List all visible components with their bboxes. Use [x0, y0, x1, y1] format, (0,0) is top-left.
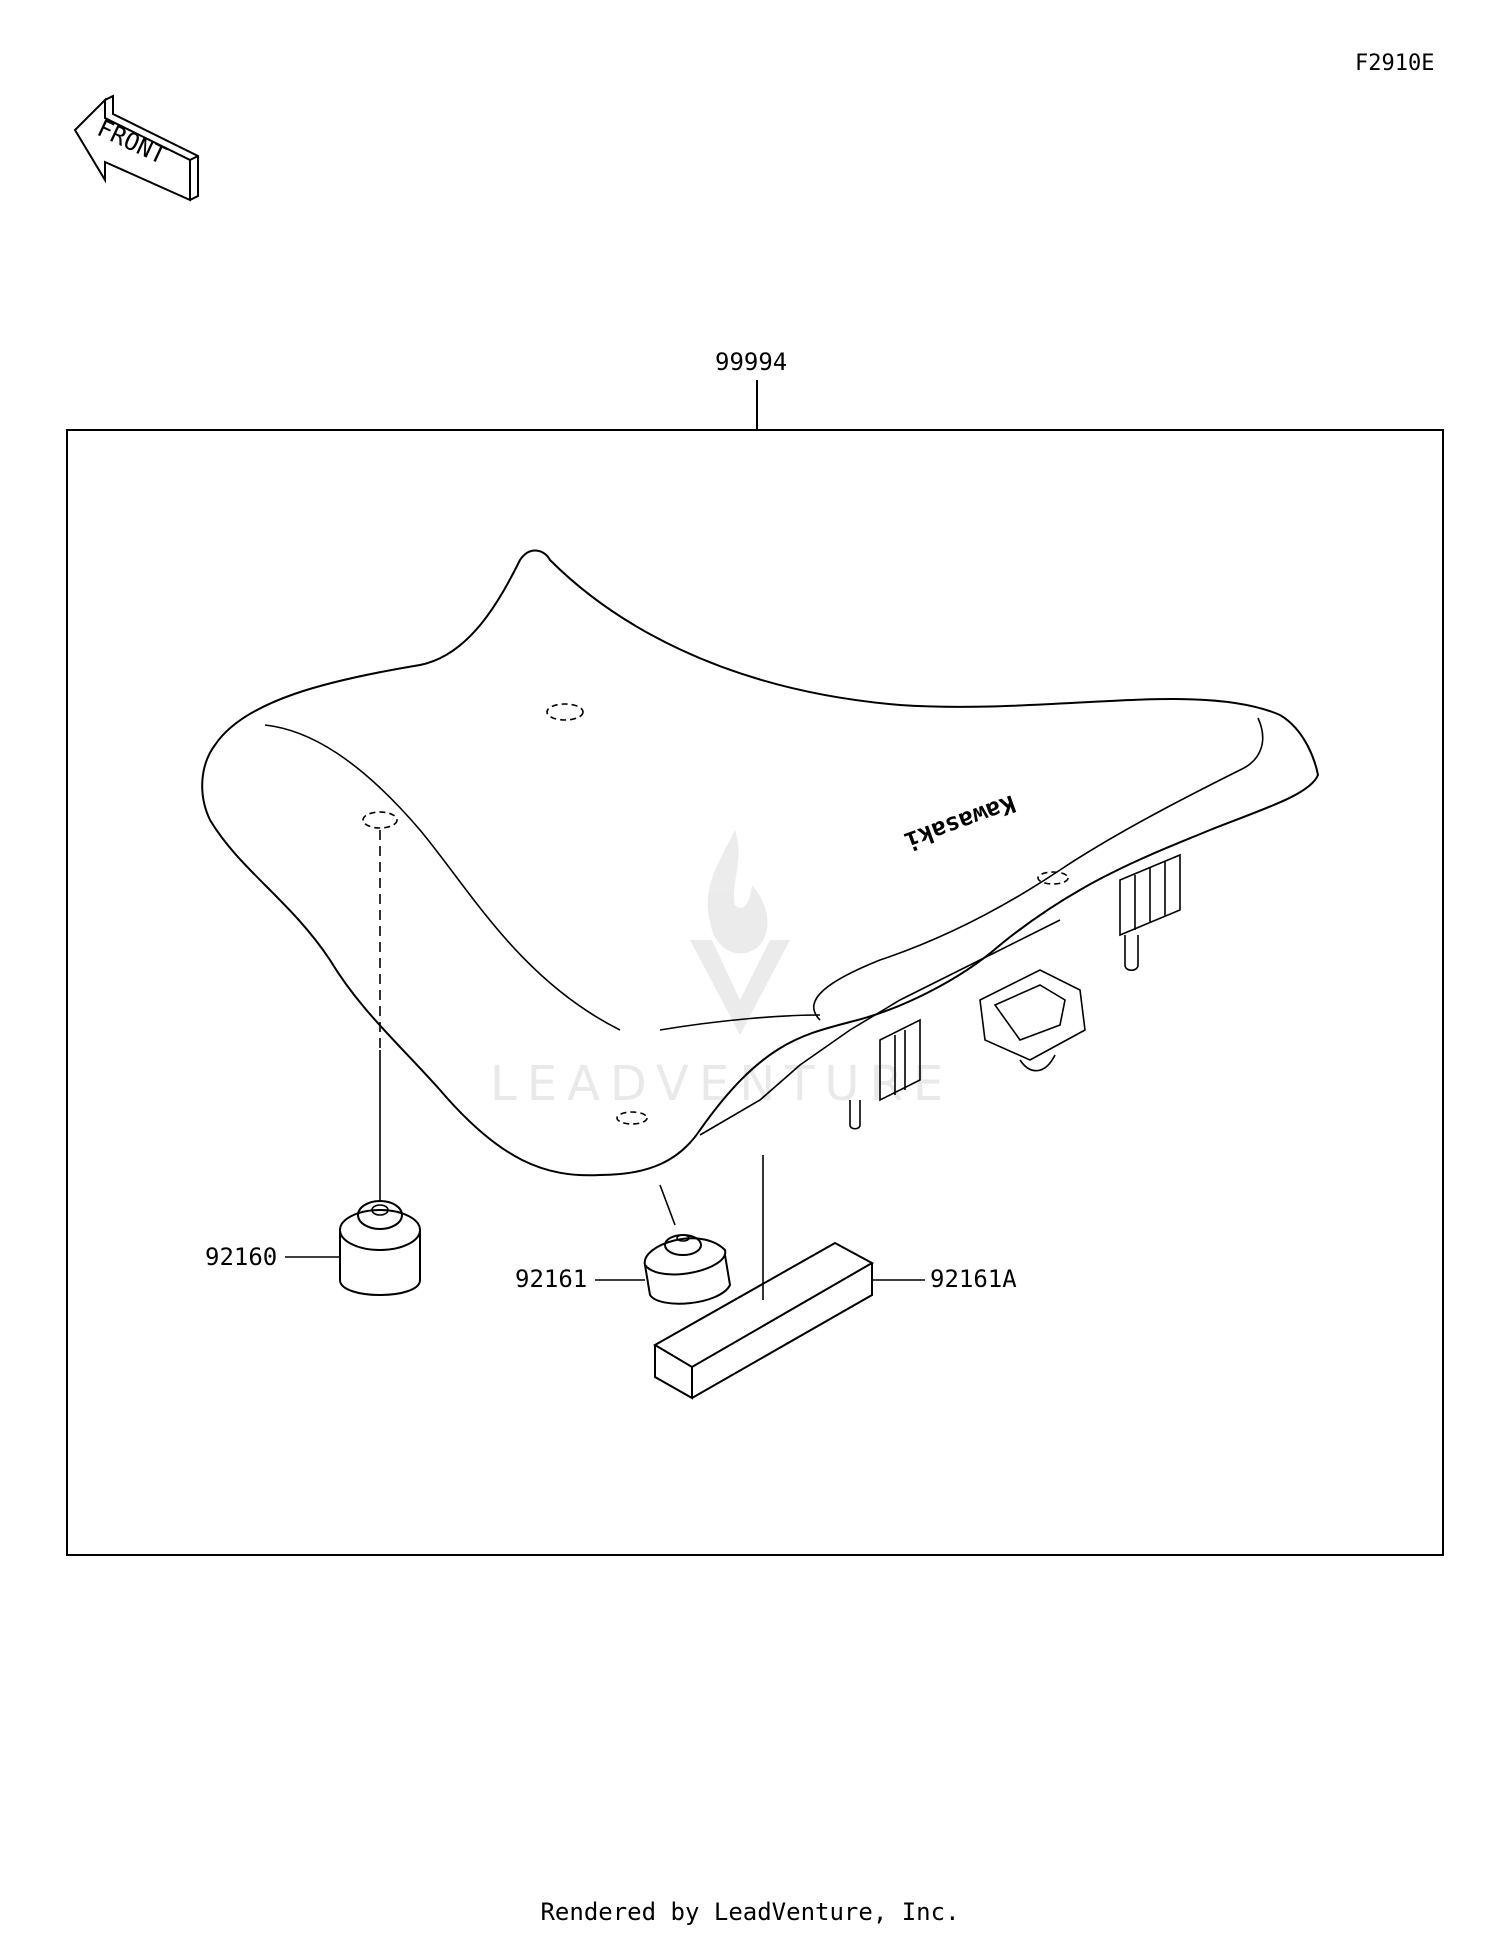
seat-brand-logo: Kawasaki	[901, 789, 1019, 855]
damper-92160-icon	[339, 1200, 421, 1296]
figure-code: F2910E	[1355, 51, 1434, 76]
footer-credit: Rendered by LeadVenture, Inc.	[540, 1898, 960, 1926]
watermark-text: LEADVENTURE	[490, 1056, 953, 1112]
label-92161: 92161	[515, 1265, 587, 1293]
front-arrow-icon: FRONT	[73, 94, 199, 202]
label-99994: 99994	[715, 348, 787, 376]
label-92161A: 92161A	[930, 1265, 1017, 1293]
leadventure-watermark: LEADVENTURE	[490, 830, 953, 1112]
kit-frame	[66, 429, 1444, 1556]
label-92160: 92160	[205, 1243, 277, 1271]
damper-92161-icon	[643, 1234, 732, 1305]
damper-block-92161a-icon	[653, 1241, 875, 1400]
